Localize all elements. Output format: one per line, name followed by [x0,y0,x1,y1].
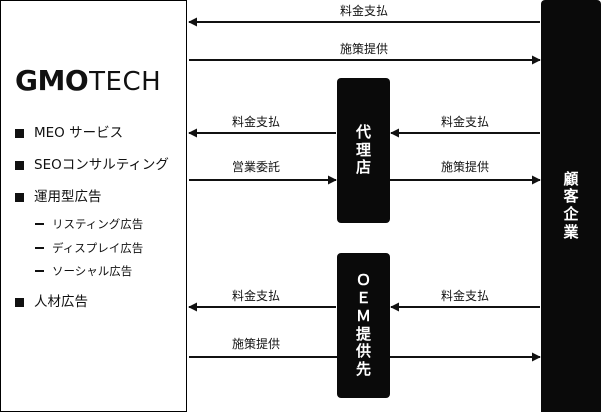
service-label: 人材広告 [34,294,88,310]
flow-label-agency-provision: 施策提供 [440,160,490,174]
sub-service-item: リスティング広告 [35,216,143,232]
bullet-square-icon [15,297,24,307]
sub-service-item: ソーシャル広告 [35,263,132,279]
customer-char: 企 [563,205,579,223]
oem-char: 先 [355,359,371,378]
service-label: 運用型広告 [34,189,102,205]
customer-char: 業 [563,222,579,241]
service-item: MEO サービス [15,124,123,142]
flow-label-agency-commission: 営業委託 [231,160,281,174]
oem-char: 提 [355,324,371,343]
bullet-square-icon [15,128,24,138]
flow-label-oem-payment-left: 料金支払 [231,289,281,303]
dash-icon [35,270,44,272]
dash-icon [35,223,44,225]
service-label: MEO サービス [34,125,124,141]
flow-label-oem-provision: 施策提供 [231,337,281,351]
company-logo: GMO TECH [15,67,185,99]
agency-char: 代 [355,122,371,141]
sub-service-item: ディスプレイ広告 [35,240,143,256]
dash-icon [35,247,44,249]
agency-box: 代 理 店 [337,78,390,223]
flow-label-agency-payment-right: 料金支払 [440,115,490,129]
oem-char: 供 [355,342,371,361]
bullet-square-icon [15,160,24,170]
bullet-square-icon [15,192,24,202]
oem-char: Ｍ [355,306,371,325]
logo-light-text: TECH [89,67,162,97]
agency-char: 店 [355,158,371,177]
service-item: SEOコンサルティング [15,156,169,174]
customer-char: 顧 [563,169,579,188]
company-box: GMO TECH MEO サービス SEOコンサルティング 運用型広告 リスティ… [0,0,187,412]
flow-label-oem-payment-right: 料金支払 [440,289,490,303]
service-item: 運用型広告 [15,188,102,206]
service-label: SEOコンサルティング [34,157,169,173]
logo-strong-text: GMO [15,64,89,97]
sub-service-label: ディスプレイ広告 [52,241,144,255]
oem-char: Ｅ [355,289,371,308]
agency-char: 理 [355,140,371,159]
oem-partner-box: Ｏ Ｅ Ｍ 提 供 先 [337,253,390,398]
oem-char: Ｏ [355,271,371,290]
flow-label-agency-payment-left: 料金支払 [231,115,281,129]
customer-char: 客 [563,187,579,206]
sub-service-label: リスティング広告 [52,217,144,231]
service-item: 人材広告 [15,293,88,311]
sub-service-label: ソーシャル広告 [52,264,133,278]
flow-label-top-provision: 施策提供 [339,42,389,56]
customer-company-box: 顧 客 企 業 [541,0,601,412]
flow-label-top-payment: 料金支払 [339,4,389,18]
